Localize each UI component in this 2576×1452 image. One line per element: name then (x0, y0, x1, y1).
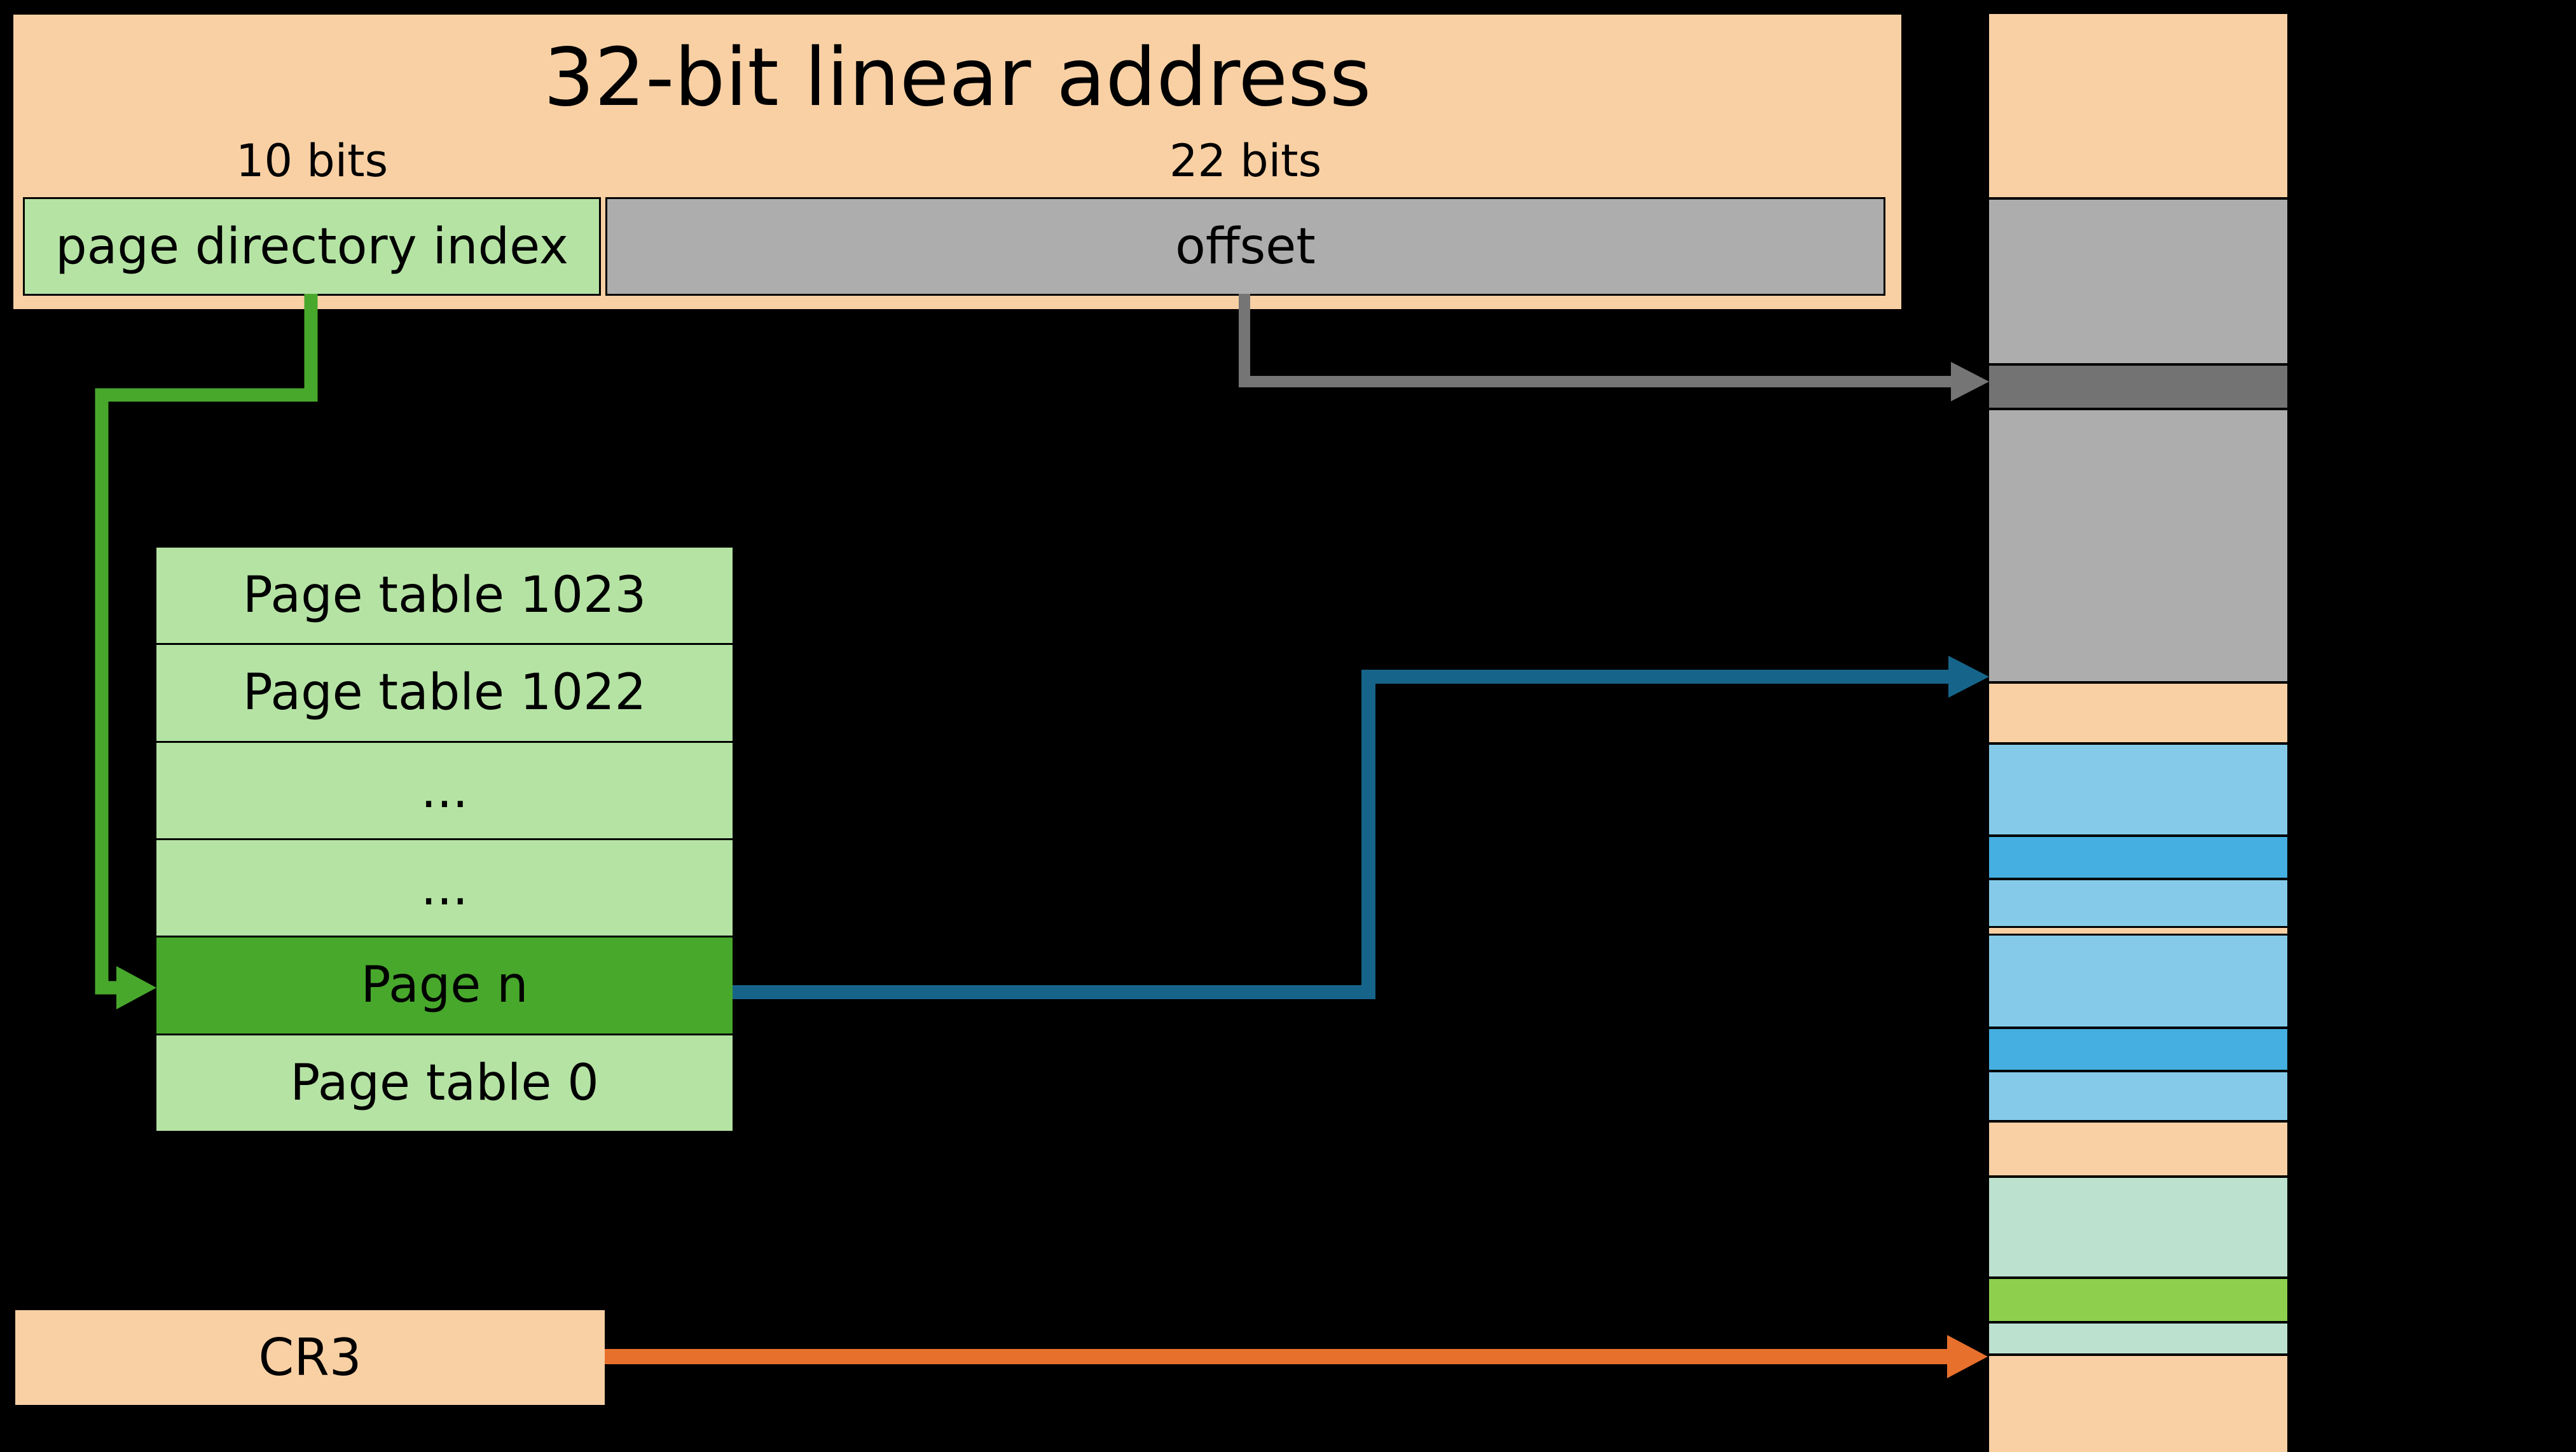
offset-arrowhead-icon (1951, 362, 1989, 401)
memory-segment-peach (1989, 1123, 2287, 1175)
page-table-row: ... (156, 742, 733, 838)
page-n-arrow (733, 656, 1989, 999)
offset-field: offset (605, 197, 1885, 296)
memory-segment-medium_blue (1989, 837, 2287, 878)
memory-segment-peach (1989, 14, 2287, 197)
page-table-row-highlighted: Page n (156, 937, 733, 1034)
cr3-register: CR3 (13, 1308, 607, 1407)
page-directory-index-arrowhead-icon (116, 966, 156, 1009)
page-n-arrow-line (733, 670, 1951, 999)
page-table-row: Page table 1022 (156, 645, 733, 741)
memory-segment-light_blue (1989, 880, 2287, 926)
cr3-arrow (605, 1335, 1988, 1378)
memory-segment-peach (1989, 928, 2287, 934)
memory-segment-light_blue (1989, 936, 2287, 1027)
page-table-row: ... (156, 840, 733, 936)
memory-segment-light_blue (1989, 1072, 2287, 1120)
memory-segment-pale_green (1989, 1178, 2287, 1276)
memory-segment-gray (1989, 410, 2287, 681)
page-table-row: Page table 1023 (156, 548, 733, 644)
memory-segment-green (1989, 1279, 2287, 1321)
memory-segment-medium_blue (1989, 1029, 2287, 1070)
page-n-arrowhead-icon (1948, 656, 1989, 698)
page-table-row: Page table 0 (156, 1035, 733, 1131)
diagram-title: 32-bit linear address (543, 31, 1372, 124)
memory-segment-dark_gray (1989, 366, 2287, 408)
memory-segment-gray (1989, 200, 2287, 363)
physical-memory-column (1987, 12, 2289, 1452)
page-directory-index-field: page directory index (23, 197, 601, 296)
memory-segment-peach (1989, 684, 2287, 742)
bits-label-10: 10 bits (235, 135, 389, 187)
memory-segment-peach (1989, 1356, 2287, 1452)
cr3-arrowhead-icon (1947, 1335, 1988, 1378)
bits-label-22: 22 bits (1169, 135, 1322, 187)
memory-segment-pale_green (1989, 1324, 2287, 1353)
memory-segment-light_blue (1989, 745, 2287, 834)
